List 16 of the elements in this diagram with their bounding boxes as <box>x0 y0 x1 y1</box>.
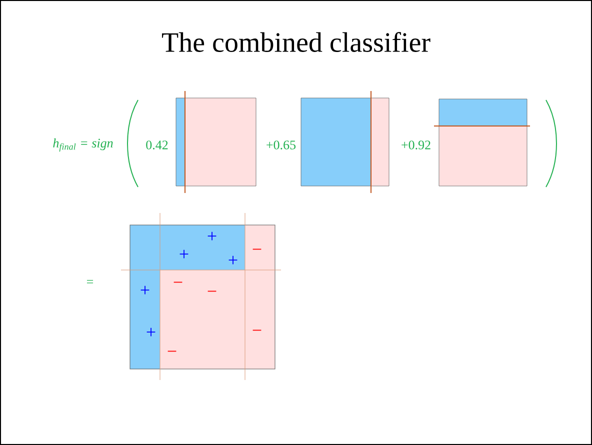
coefficient: 0.42 <box>146 140 168 150</box>
minus-sign: − <box>168 350 176 352</box>
coefficient: +0.65 <box>266 140 296 150</box>
plus-sign: + <box>228 256 238 264</box>
formula-text: h$_{final}$ = sign <box>53 138 113 152</box>
plus-sign: + <box>180 250 188 258</box>
plus-sign: + <box>146 328 156 336</box>
minus-sign: − <box>208 290 216 292</box>
minus-sign: − <box>174 282 182 283</box>
equals-sign: = <box>86 280 94 284</box>
minus-sign: − <box>252 248 262 250</box>
minus-sign: − <box>252 330 262 331</box>
plus-sign: + <box>140 286 150 294</box>
plus-sign: + <box>208 232 216 240</box>
title: The combined classifier <box>162 32 430 52</box>
coefficient: +0.92 <box>402 140 430 150</box>
